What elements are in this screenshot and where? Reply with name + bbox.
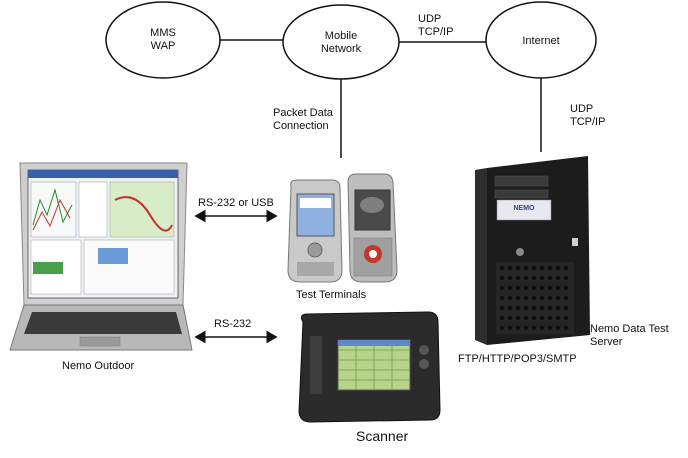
tcpip-label-right: TCP/IP	[570, 116, 606, 128]
protocols-label: FTP/HTTP/POP3/SMTP	[458, 353, 577, 365]
server-badge: NEMO	[514, 205, 536, 212]
server-label-line1: Nemo Data Test	[590, 323, 669, 335]
server-label: Nemo Data Test Server	[590, 323, 669, 349]
nemo-outdoor-label: Nemo Outdoor	[62, 360, 135, 372]
packet-data-label-line2: Connection	[273, 120, 329, 132]
mobile-network-label-line1: Mobile	[324, 30, 358, 42]
packet-data-label-line1: Packet Data	[273, 107, 333, 119]
udp-label-top: UDP	[418, 13, 442, 25]
server-label-line2: Server	[590, 336, 623, 348]
scanner-image	[298, 311, 441, 423]
test-terminals-image	[287, 173, 398, 283]
test-terminals-label: Test Terminals	[296, 289, 367, 301]
internet-label: Internet	[522, 35, 560, 47]
udp-label-right: UDP	[570, 103, 594, 115]
server-vent	[499, 265, 569, 331]
udp-tcpip-label-right: UDP TCP/IP	[570, 103, 605, 129]
mms-wap-label-line2: WAP	[150, 40, 176, 52]
scanner-label: Scanner	[356, 428, 409, 444]
udp-tcpip-label-top: UDP TCP/IP	[418, 13, 453, 39]
mobile-network-label-line2: Network	[320, 43, 362, 55]
server-image: NEMO	[475, 156, 590, 345]
rs232-usb-label: RS-232 or USB	[198, 197, 274, 209]
mobile-network-label: Mobile Network	[311, 30, 371, 56]
laptop-image	[9, 162, 193, 351]
rs232-label: RS-232	[214, 318, 252, 330]
packet-data-label: Packet Data Connection	[273, 107, 333, 133]
mms-wap-label-line1: MMS	[150, 27, 176, 39]
tcpip-label-top: TCP/IP	[418, 26, 454, 38]
mms-wap-label: MMS WAP	[143, 27, 183, 53]
